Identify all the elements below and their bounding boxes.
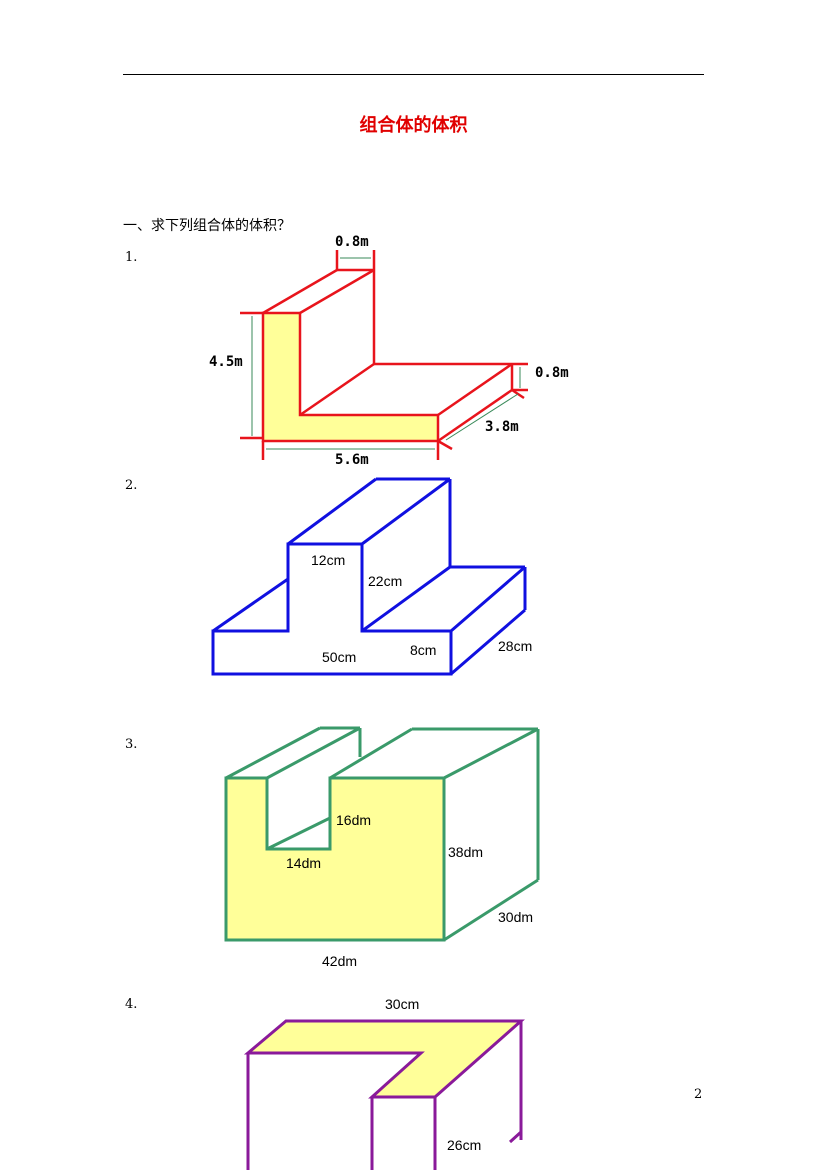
fig3-notch-width-label: 14dm	[286, 855, 322, 871]
fig1-height-label: 4.5m	[209, 354, 243, 370]
fig2-depth-label: 28cm	[498, 638, 533, 654]
fig3-height-label: 38dm	[448, 844, 484, 860]
fig2-length-label: 50cm	[322, 649, 357, 665]
fig2-top-height-label: 22cm	[368, 573, 403, 589]
fig4-height-label: 26cm	[447, 1137, 482, 1153]
fig4-top-length-label: 30cm	[385, 996, 420, 1012]
fig3-length-label: 42dm	[322, 953, 358, 969]
figure-2-stepped-prism	[211, 477, 527, 676]
fig1-length-label: 5.6m	[335, 452, 369, 468]
problem-number-2: 2.	[125, 478, 138, 493]
fig3-depth-label: 30dm	[498, 909, 534, 925]
figure-3-notched-prism	[224, 726, 540, 942]
problem-number-1: 1.	[125, 250, 138, 265]
figure-4-prism	[243, 1019, 525, 1170]
fig1-top-width-label: 0.8m	[335, 234, 369, 250]
fig1-base-thickness-label: 0.8m	[535, 365, 569, 381]
problem-number-4: 4.	[125, 997, 138, 1012]
figure-1-dimension-lines	[251, 257, 521, 450]
figure-1-l-prism	[240, 250, 528, 460]
fig1-depth-label: 3.8m	[485, 419, 519, 435]
section-heading: 一、求下列组合体的体积？	[123, 218, 291, 234]
page-number: 2	[694, 1087, 703, 1102]
fig2-top-width-label: 12cm	[311, 552, 346, 568]
fig2-base-height-label: 8cm	[410, 642, 437, 658]
page-title: 组合体的体积	[359, 115, 468, 136]
fig3-notch-height-label: 16dm	[336, 812, 372, 828]
header-rule	[123, 74, 704, 75]
problem-number-3: 3.	[125, 737, 138, 752]
